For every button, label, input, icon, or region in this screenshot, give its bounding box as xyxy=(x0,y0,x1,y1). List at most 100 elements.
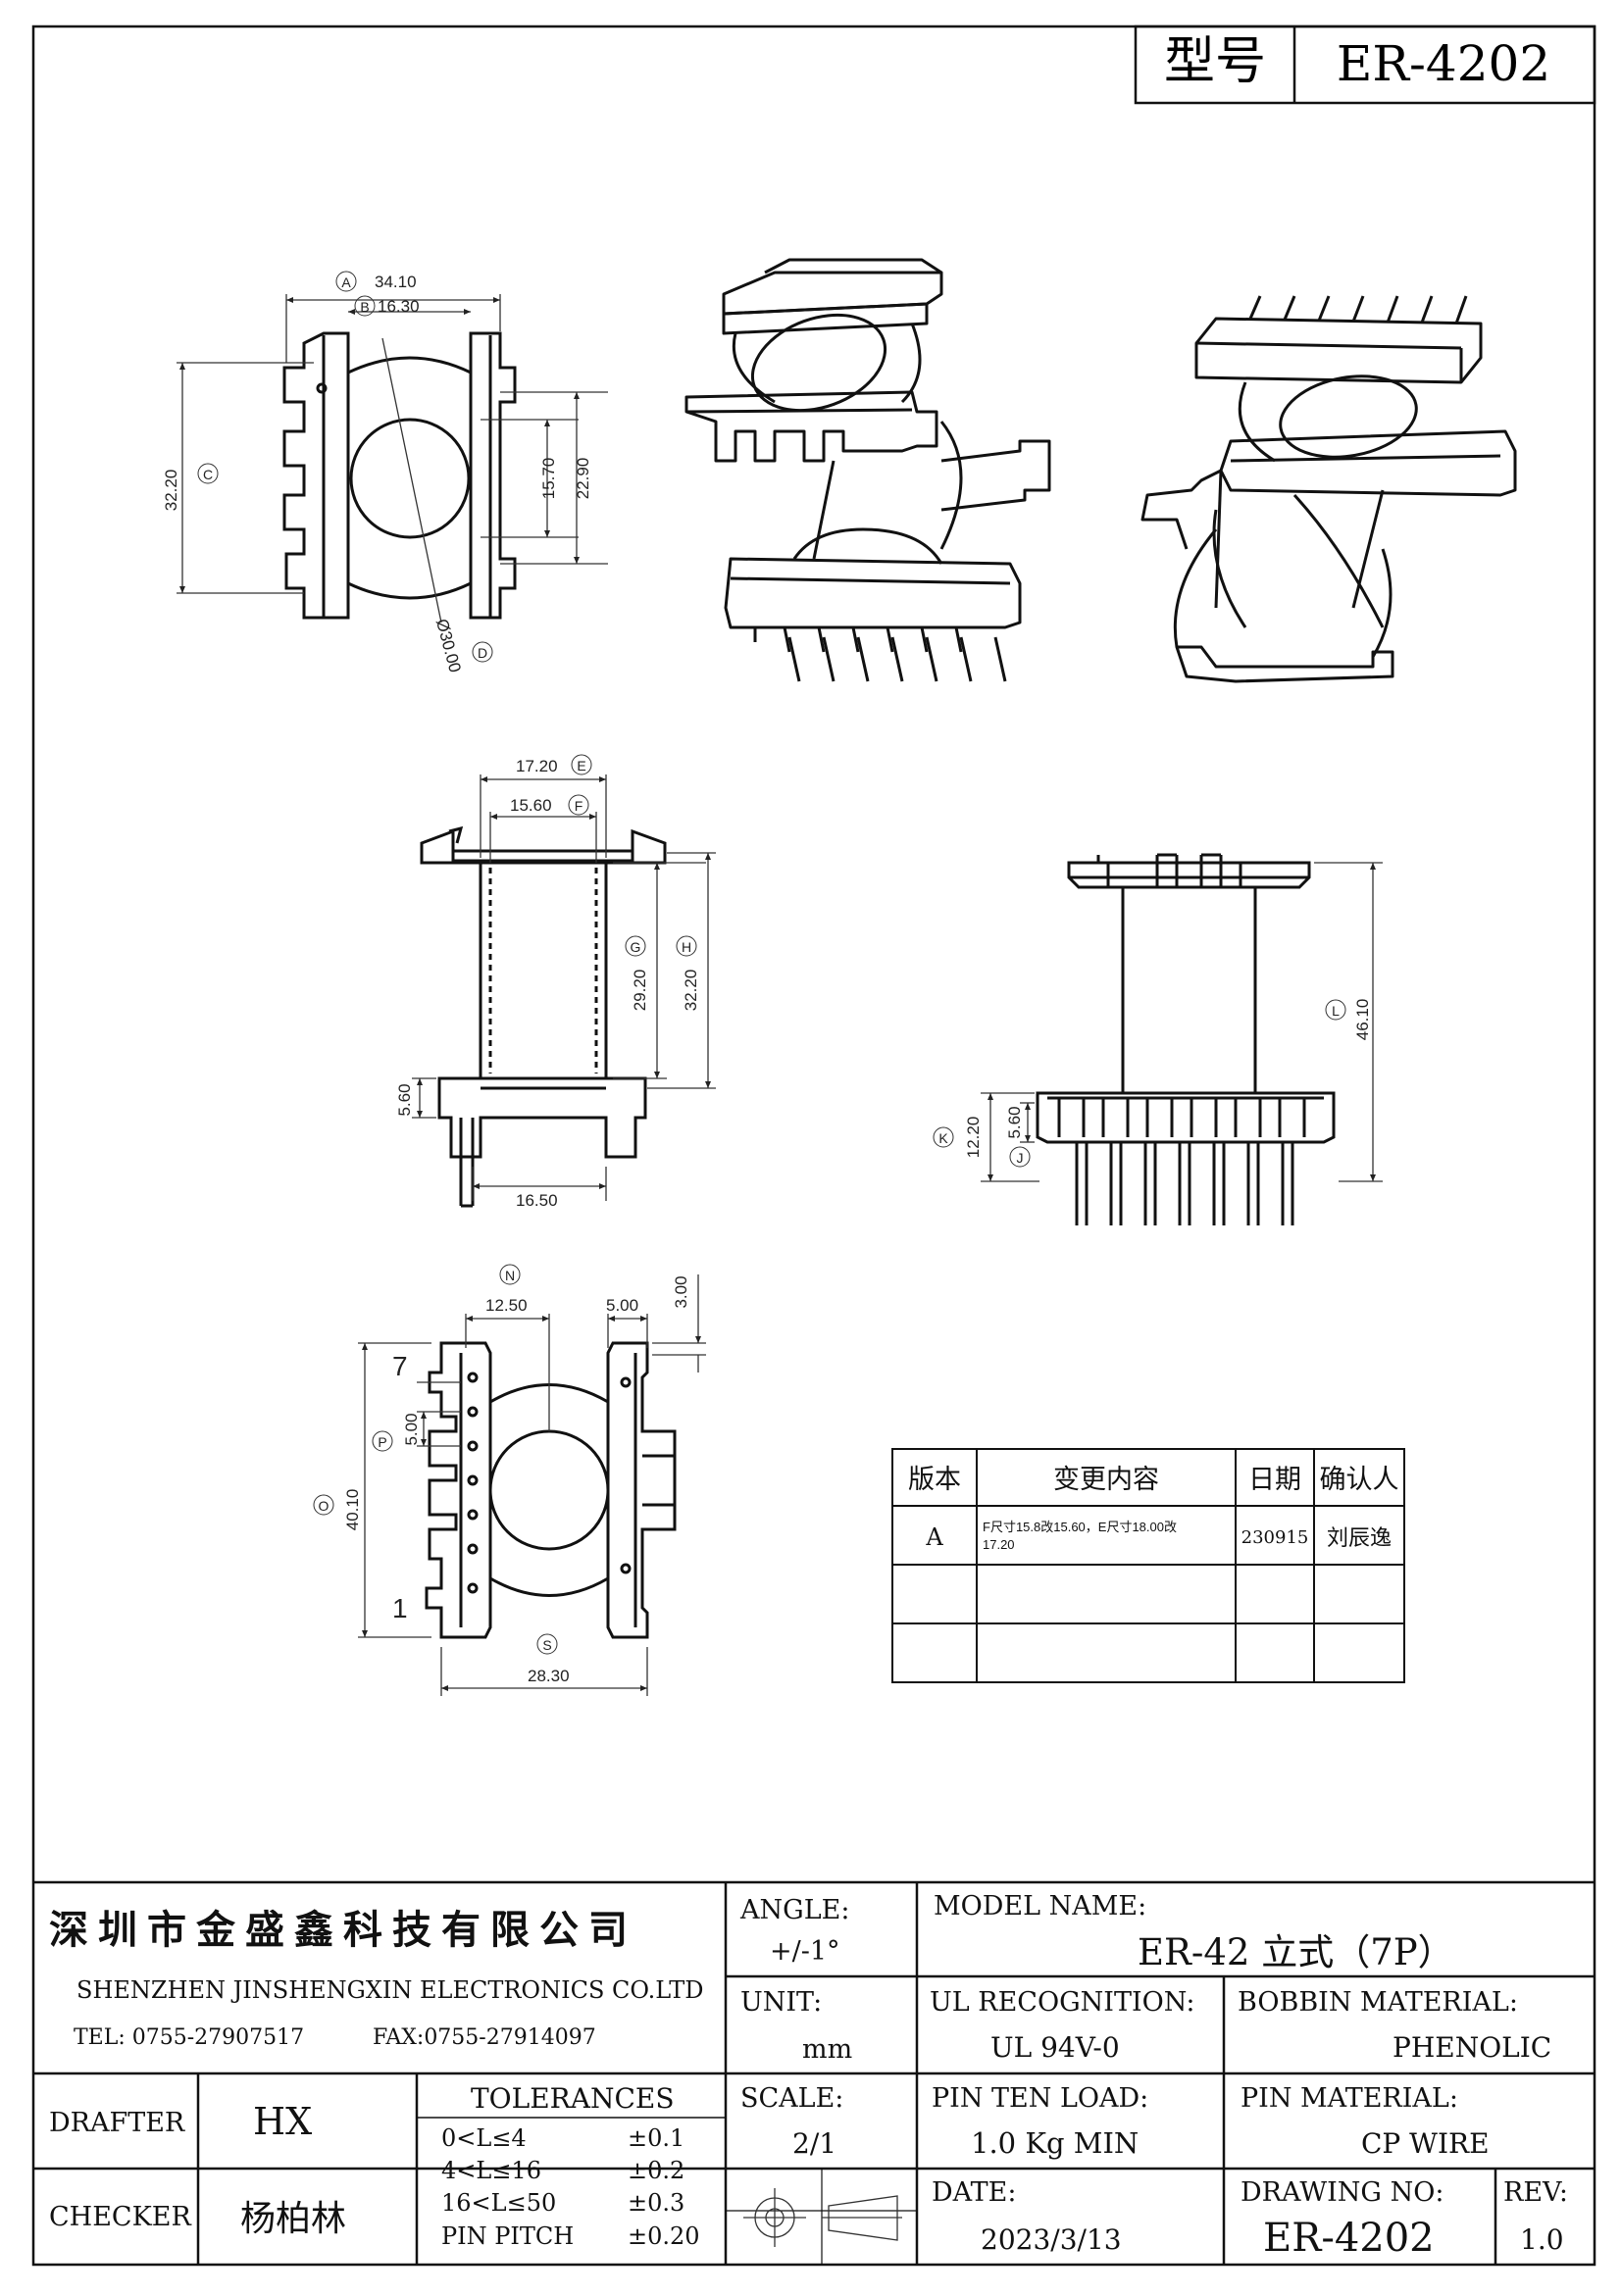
top-view xyxy=(282,331,517,620)
tol-value-3: ±0.3 xyxy=(628,2189,685,2217)
ul-label: UL RECOGNITION: xyxy=(930,1986,1195,2018)
pin-material-label: PIN MATERIAL: xyxy=(1241,2082,1458,2114)
side-view xyxy=(1036,853,1336,1225)
company-tel: TEL: 0755-27907517 xyxy=(74,2024,305,2050)
svg-text:L: L xyxy=(1332,1003,1340,1019)
svg-text:C: C xyxy=(203,467,213,482)
revision-table-text: 版本 变更内容 日期 确认人 A F尺寸15.8改15.60，E尺寸18.00改… xyxy=(908,1465,1399,1552)
unit-value: mm xyxy=(802,2033,853,2065)
front-view xyxy=(420,825,667,1208)
scale-value: 2/1 xyxy=(792,2126,837,2160)
bottom-view-dims xyxy=(358,1274,706,1696)
callout-b xyxy=(354,295,376,317)
side-view-labels: L 46.10 K 12.20 J 5.60 xyxy=(933,999,1372,1168)
rev-value: 1.0 xyxy=(1520,2222,1564,2256)
dim-o: 40.10 xyxy=(343,1489,362,1531)
pin-load-value: 1.0 Kg MIN xyxy=(971,2126,1140,2160)
dim-22-90: 22.90 xyxy=(574,458,592,500)
angle-label: ANGLE: xyxy=(740,1894,850,1925)
svg-text:B: B xyxy=(360,299,369,315)
drafter-label: DRAFTER xyxy=(49,2107,185,2138)
bottom-view-labels: N 12.50 5.00 3.00 7 1 O 40.10 P 5.00 S 2… xyxy=(313,1264,690,1685)
svg-text:S: S xyxy=(542,1637,551,1653)
bottom-view xyxy=(425,1341,677,1639)
title-block-grid xyxy=(33,1880,1595,2265)
rev-header-version: 版本 xyxy=(908,1465,961,1494)
dim-a: 34.10 xyxy=(375,273,417,291)
dim-k: 12.20 xyxy=(964,1117,983,1159)
iso-view-2 xyxy=(1140,295,1517,683)
drawing-no-value: ER-4202 xyxy=(1263,2216,1435,2261)
dim-l: 46.10 xyxy=(1353,999,1372,1041)
unit-label: UNIT: xyxy=(740,1986,823,2018)
dim-d: Ø30.00 xyxy=(432,617,465,674)
svg-text:H: H xyxy=(682,939,691,955)
ul-value: UL 94V-0 xyxy=(990,2030,1120,2064)
dim-b: 16.30 xyxy=(378,297,420,316)
angle-symbol xyxy=(743,2188,902,2247)
tol-range-3: 16<L≤50 xyxy=(441,2189,557,2217)
rev-label: REV: xyxy=(1503,2176,1568,2208)
pin-7-label: 7 xyxy=(392,1351,408,1381)
svg-text:F: F xyxy=(575,798,583,814)
tol-range-1: 0<L≤4 xyxy=(441,2124,527,2152)
model-title-value: ER-4202 xyxy=(1337,35,1550,92)
front-view-dims xyxy=(412,774,716,1201)
dim-g: 29.20 xyxy=(631,970,649,1012)
rev-header-date: 日期 xyxy=(1248,1465,1301,1494)
svg-text:O: O xyxy=(319,1498,329,1514)
scale-label: SCALE: xyxy=(740,2082,844,2114)
svg-text:G: G xyxy=(631,939,641,955)
date-value: 2023/3/13 xyxy=(981,2222,1122,2256)
model-title-label: 型号 xyxy=(1164,32,1266,91)
top-view-dims xyxy=(177,294,608,624)
sheet-border xyxy=(31,25,1596,2267)
callout-c xyxy=(197,463,219,484)
pin-load-label: PIN TEN LOAD: xyxy=(932,2082,1149,2114)
checker-label: CHECKER xyxy=(49,2201,191,2232)
svg-text:P: P xyxy=(378,1434,386,1450)
callout-a xyxy=(335,271,357,292)
tol-value-2: ±0.2 xyxy=(628,2157,685,2184)
company-name-cn: 深圳市金盛鑫科技有限公司 xyxy=(49,1908,637,1953)
dim-15-70: 15.70 xyxy=(539,458,558,500)
svg-text:K: K xyxy=(938,1130,948,1146)
company-fax: FAX:0755-27914097 xyxy=(373,2024,596,2050)
dim-s: 28.30 xyxy=(528,1667,570,1685)
iso-view-1 xyxy=(684,258,1051,682)
checker-value: 杨柏林 xyxy=(240,2199,347,2239)
rev-row-content-2: 17.20 xyxy=(983,1537,1015,1552)
svg-text:J: J xyxy=(1017,1150,1024,1166)
callout-d xyxy=(472,641,493,663)
dim-f: 15.60 xyxy=(510,796,552,815)
dim-base-front: 5.60 xyxy=(395,1083,414,1116)
dim-n: 12.50 xyxy=(485,1296,528,1315)
model-title-box: 型号 ER-4202 xyxy=(1134,25,1596,105)
drafter-value: HX xyxy=(253,2100,313,2143)
svg-text:N: N xyxy=(505,1268,515,1283)
tol-range-4: PIN PITCH xyxy=(441,2222,575,2250)
model-name-value: ER-42 立式（7P） xyxy=(1138,1931,1454,1973)
tol-value-4: ±0.20 xyxy=(628,2222,700,2250)
pin-material-value: CP WIRE xyxy=(1361,2126,1490,2160)
company-name-en: SHENZHEN JINSHENGXIN ELECTRONICS CO.LTD xyxy=(76,1976,704,2004)
dim-h: 32.20 xyxy=(682,970,700,1012)
dim-3-00: 3.00 xyxy=(672,1275,690,1308)
revision-table xyxy=(891,1448,1405,1683)
angle-value: +/-1° xyxy=(770,1935,840,1967)
rev-row-confirm: 刘辰逸 xyxy=(1327,1525,1392,1550)
drawing-no-label: DRAWING NO: xyxy=(1241,2176,1444,2208)
front-view-labels: 17.20 E 15.60 F G 29.20 H 32.20 5.60 16.… xyxy=(395,754,700,1210)
rev-row-version: A xyxy=(925,1523,943,1551)
rev-header-confirm: 确认人 xyxy=(1320,1465,1399,1494)
tol-value-1: ±0.1 xyxy=(628,2124,685,2152)
rev-row-content-1: F尺寸15.8改15.60，E尺寸18.00改 xyxy=(983,1520,1177,1534)
pin-1-label: 1 xyxy=(392,1593,408,1623)
rev-header-content: 变更内容 xyxy=(1053,1465,1159,1494)
dim-j: 5.60 xyxy=(1005,1106,1024,1138)
date-label: DATE: xyxy=(932,2176,1017,2208)
dim-5-00-top: 5.00 xyxy=(606,1296,638,1315)
dim-pin-front: 16.50 xyxy=(516,1191,558,1210)
